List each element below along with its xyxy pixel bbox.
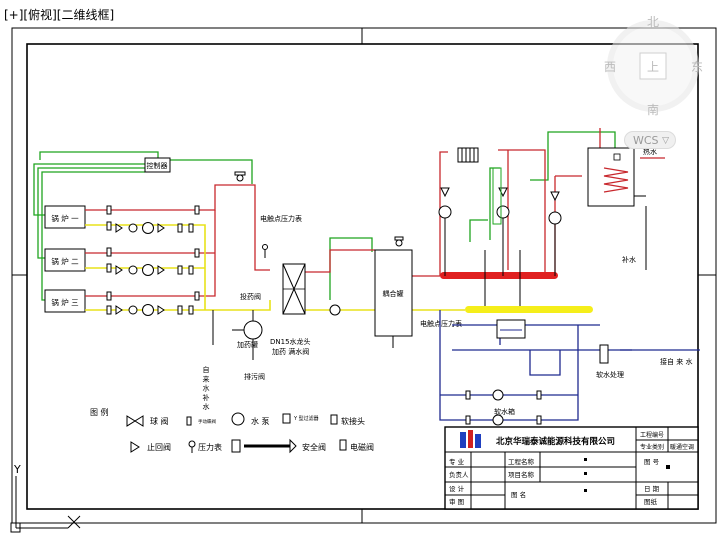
viewcube-south[interactable]: 南 [647, 102, 659, 117]
plate-heat-exchanger[interactable] [282, 263, 306, 315]
boiler-3[interactable]: 锅 炉 三 [44, 289, 86, 313]
company-logo [460, 430, 481, 448]
wcs-menu[interactable]: WCS▽ [624, 131, 676, 149]
legend-check-valve: 止回阀 [130, 441, 171, 453]
coupling-tank-label: 耦合罐 [383, 289, 404, 298]
category-value: 暖通空调 [670, 443, 694, 451]
legend-ball-valve: 球 阀 [126, 415, 169, 427]
boiler-3-label: 锅 炉 三 [51, 297, 78, 307]
boiler-1[interactable]: 锅 炉 一 [44, 205, 86, 229]
controller-box[interactable] [144, 157, 171, 173]
legend-soft-joint: 软接头 [330, 414, 365, 426]
return-drops [444, 218, 556, 306]
project-name-label: 工程名称 [508, 457, 535, 466]
softening-label: 软水处理 [596, 370, 624, 379]
scale-label: 图纸 [644, 497, 658, 506]
legend-pressure-gauge: 压力表 [188, 440, 222, 453]
legend-solenoid-valve: 电磁阀 [339, 439, 374, 452]
boiler-2-label: 锅 炉 二 [51, 256, 79, 266]
svg-text:球 阀: 球 阀 [150, 416, 169, 426]
project-name-mark [584, 458, 587, 461]
svg-text:软接头: 软接头 [341, 416, 365, 426]
controller-label: 控制器 [147, 161, 168, 170]
legend-manual-valve: 手动蝶阀 [186, 416, 216, 426]
svg-text:压力表: 压力表 [198, 442, 222, 452]
dosing-tank-label: 加药罐 [237, 340, 258, 349]
dosing-tank[interactable] [232, 310, 263, 360]
viewcube-top-face[interactable] [639, 52, 667, 80]
control-wires [33, 131, 616, 301]
hot-water-label: 热水 [643, 147, 657, 156]
legend-y-filter: Y 型过滤器 [282, 413, 319, 424]
chevron-down-icon: ▽ [662, 136, 669, 146]
ucs-icon: Y [10, 463, 81, 533]
boiler-2[interactable]: 锅 炉 二 [44, 248, 86, 272]
makeup-water-right-label: 补水 [622, 255, 636, 264]
heating-branches [438, 147, 562, 225]
viewcube-west[interactable]: 西 [604, 60, 616, 74]
svg-text:止回阀: 止回阀 [147, 442, 171, 452]
viewcube-top-label: 上 [647, 60, 659, 74]
circulation-pump[interactable] [329, 304, 341, 316]
review-label: 审 图 [449, 497, 464, 506]
hose-bibb-label: DN15水龙头 [270, 337, 311, 346]
contact-gauge-label: 电触点压力表 [260, 214, 302, 223]
date-label: 日 期 [644, 485, 660, 493]
pro-category-label: 专业类别 [640, 443, 664, 451]
drawing-no-label: 图 号 [644, 458, 660, 466]
boiler-line-components [106, 205, 200, 316]
item-name-mark [584, 472, 587, 475]
hot-water-tank[interactable] [587, 147, 635, 207]
legend-pipe-sample [231, 439, 290, 453]
tap-water-right-label: 接自 来 水 [660, 357, 692, 366]
title-block[interactable] [444, 426, 699, 510]
project-no-label: 工程编号 [640, 431, 664, 439]
tap-water-label: 自 来 水 补 水 [202, 365, 210, 410]
coupling-tank[interactable]: 耦合罐 [374, 249, 413, 337]
contact-gauge2-label: 电触点压力表 [420, 319, 462, 328]
drawing-name-mark [584, 489, 587, 492]
softener[interactable] [599, 344, 609, 364]
viewcube-east[interactable]: 东 [691, 60, 703, 74]
legend-title: 图 例 [90, 407, 109, 417]
item-name-label: 项目名称 [508, 470, 535, 479]
drawing-name-label: 图 名 [511, 490, 526, 499]
drain-valve-label: 排污阀 [244, 372, 265, 381]
legend-pump: 水 泵 [231, 412, 270, 426]
svg-text:手动蝶阀: 手动蝶阀 [198, 418, 216, 425]
softened-tank-label: 软水箱 [494, 407, 515, 416]
company-name: 北京华瑞泰诚能源科技有限公司 [496, 436, 615, 447]
gauge-symbols [234, 171, 404, 258]
softened-water-tank[interactable] [496, 319, 526, 339]
supply-header[interactable] [440, 272, 558, 279]
responsible-label: 负责人 [449, 470, 469, 479]
svg-text:安全阀: 安全阀 [302, 442, 326, 452]
return-header[interactable] [465, 306, 593, 313]
boiler-1-label: 锅 炉 一 [51, 213, 79, 223]
viewcube-north[interactable]: 北 [647, 15, 659, 29]
viewport-controls-label[interactable]: [+][俯视][二维线框] [4, 8, 115, 22]
legend-safety-valve: 安全阀 [289, 438, 326, 454]
wcs-label: WCS [633, 134, 659, 147]
svg-text:水 泵: 水 泵 [251, 416, 270, 426]
softened-pumps [465, 389, 542, 426]
design-label: 设 计 [449, 484, 465, 493]
svg-text:电磁阀: 电磁阀 [350, 442, 374, 452]
drawing-no-mark [666, 465, 670, 469]
svg-text:Y 型过滤器: Y 型过滤器 [293, 415, 319, 422]
discipline-label: 专 业 [449, 457, 465, 466]
dosing-valve-label: 投药阀 [240, 292, 261, 301]
softened-water-pipes [439, 310, 700, 421]
fill-valve-label: 加药 满水阀 [272, 347, 309, 356]
viewcube[interactable]: 上 北 南 东 西 [604, 15, 703, 117]
ucs-y-label: Y [13, 463, 21, 476]
